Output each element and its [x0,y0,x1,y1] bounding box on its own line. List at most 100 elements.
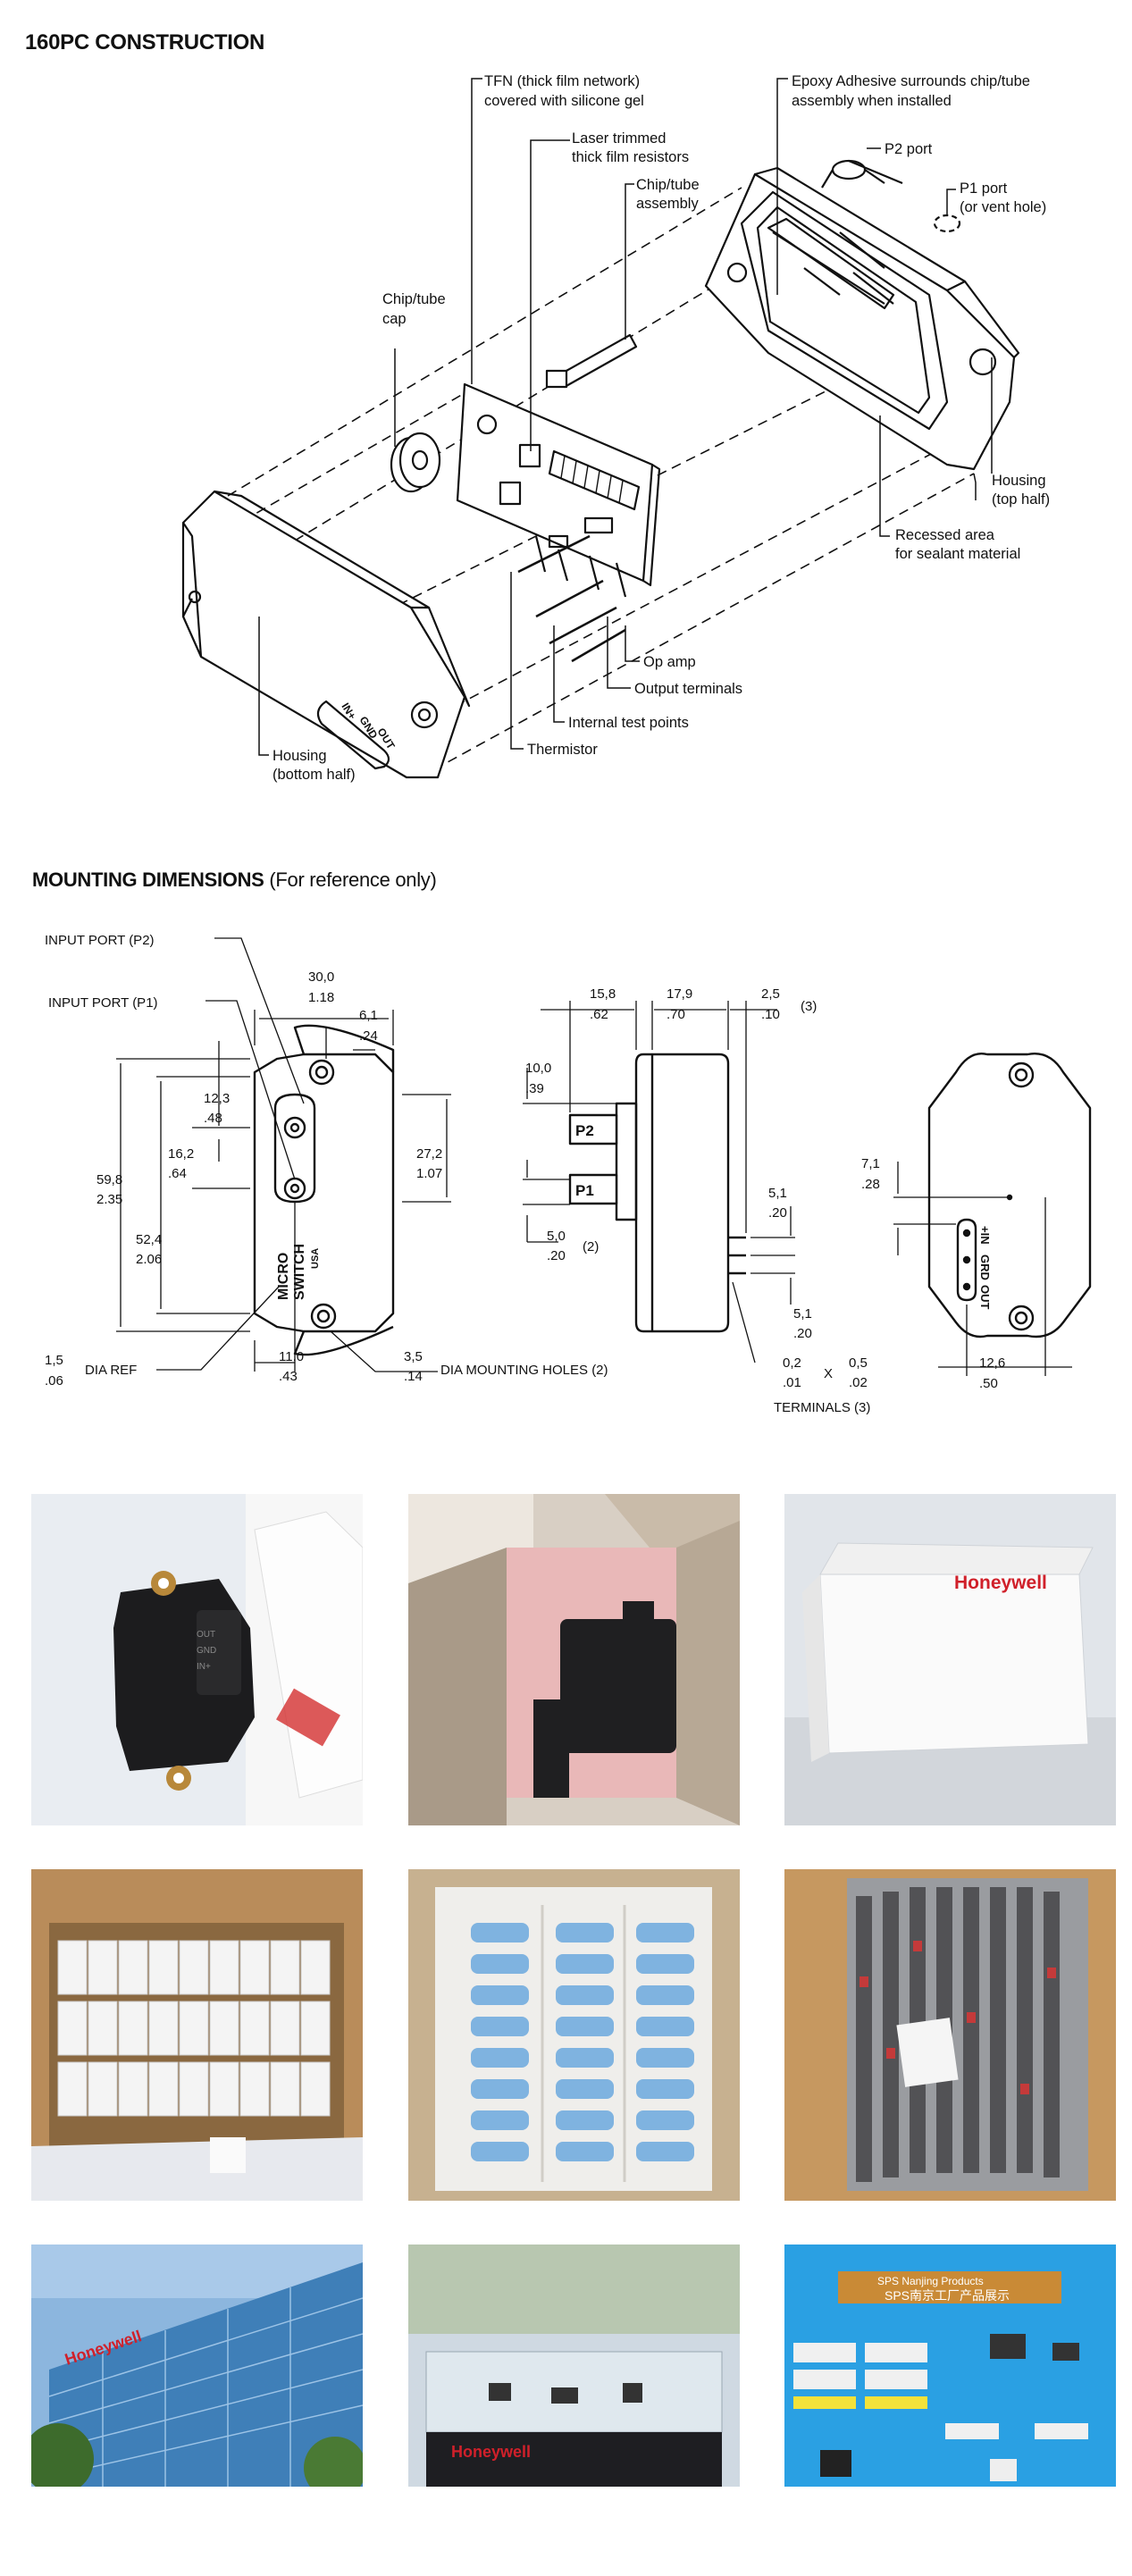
dim-17-9-mm: 17,9 [667,986,692,1002]
dim-6-1-in: .24 [359,1028,378,1044]
dim-5-1b-mm: 5,1 [793,1306,812,1322]
label-p1-port-1: P1 port [960,180,1008,197]
label-epoxy-1: Epoxy Adhesive surrounds chip/tube [792,73,1030,89]
dim-6-1-mm: 6,1 [359,1008,378,1023]
label-p2-port: P2 port [885,141,933,157]
dim-0-5-mm: 0,5 [849,1355,868,1371]
dim-12-3-mm: 12,3 [204,1091,230,1106]
label-housing-bottom-1: Housing [273,748,327,764]
dim-7-1-mm: 7,1 [861,1156,880,1171]
construction-diagram: TFN (thick film network) covered with si… [181,73,1050,783]
front-view-dimension-lines [116,937,451,1372]
side-view-dimension-lines [523,1001,795,1364]
dim-16-2-in: .64 [168,1166,187,1181]
label-thermistor: Thermistor [527,742,598,758]
mounting-title-main: MOUNTING DIMENSIONS [32,868,264,891]
dim-27-2-in: 1.07 [416,1166,442,1181]
dim-5-1a-in: .20 [768,1205,787,1221]
dim-12-3-in: .48 [204,1111,222,1126]
dim-2-5-mm: 2,5 [761,986,780,1002]
dim-5-0-count: (2) [583,1239,599,1254]
label-laser-1: Laser trimmed [572,130,666,147]
label-recessed-1: Recessed area [895,527,995,543]
label-micro: MICRO [276,1253,291,1300]
chip-tube-drawing [390,333,638,493]
dim-7-1-in: .28 [861,1177,880,1192]
construction-title: 160PC CONSTRUCTION [25,30,264,55]
photo-sensor-bottom: OUT GND IN+ [31,1494,363,1825]
dim-15-8-mm: 15,8 [590,986,616,1002]
svg-text:GND: GND [197,1646,216,1656]
dim-0-2-mm: 0,2 [783,1355,801,1371]
label-terminals: TERMINALS (3) [774,1400,870,1415]
label-input-port-p2: INPUT PORT (P2) [45,933,155,948]
dim-16-2-mm: 16,2 [168,1146,194,1162]
back-view-dimension-lines [893,1162,1072,1376]
dim-5-0-in: .20 [547,1248,566,1263]
dim-0-5-in: .02 [849,1375,868,1390]
label-port-p1: P1 [575,1182,594,1199]
dim-17-9-in: .70 [667,1007,685,1022]
dim-width-in: 1.18 [308,990,334,1005]
label-chip-cap-2: cap [382,311,407,327]
dim-2-5-count: (3) [801,999,817,1014]
photo-sensor-in-box [408,1494,740,1825]
label-chip-tube-1: Chip/tube [636,177,700,193]
photo-showcase: Honeywell [408,2245,740,2576]
dim-5-0-mm: 5,0 [547,1229,566,1244]
mounting-title-sub: (For reference only) [264,868,437,891]
dim-2-5-in: .10 [761,1007,780,1022]
label-tfn-2: covered with silicone gel [484,93,644,109]
label-housing-bottom-2: (bottom half) [273,767,356,783]
dim-1-5-mm: 1,5 [45,1353,63,1368]
dim-3-5-in: .14 [404,1369,423,1384]
dim-width-mm: 30,0 [308,969,334,985]
dim-12-6-mm: 12,6 [979,1355,1005,1371]
showroom-sign-2: SPS南京工厂产品展示 [885,2288,1010,2303]
dim-27-2-mm: 27,2 [416,1146,442,1162]
front-view-drawing [253,1024,395,1356]
label-dia-ref: DIA REF [85,1363,137,1378]
label-back-pin-in: +IN [978,1226,992,1245]
dim-5-1a-mm: 5,1 [768,1186,787,1201]
back-view-drawing [927,1053,1092,1338]
dim-59-8-mm: 59,8 [96,1172,122,1187]
photo-blue-trays [408,1869,740,2201]
label-tfn-1: TFN (thick film network) [484,73,640,89]
photo-honeywell-box: Honeywell [784,1494,1116,1825]
photo-boxes-carton [31,1869,363,2201]
dim-15-8-in: .62 [590,1007,608,1022]
mounting-diagram: INPUT PORT (P2) INPUT PORT (P1) 30,0 1.1… [45,933,1092,1415]
label-port-p2: P2 [575,1122,594,1139]
mounting-title: MOUNTING DIMENSIONS (For reference only) [32,868,437,892]
side-view-drawing [568,1053,746,1333]
housing-top-drawing [704,159,1020,471]
label-housing-top-1: Housing [992,473,1046,489]
circuit-board-drawing [456,382,661,598]
label-mounting-holes: DIA MOUNTING HOLES (2) [440,1363,608,1378]
dim-52-4-mm: 52,4 [136,1232,162,1247]
label-times: X [824,1366,833,1381]
dim-0-2-in: .01 [783,1375,801,1390]
label-p1-port-2: (or vent hole) [960,199,1046,215]
photo-tubes-carton [784,1869,1116,2201]
terminal-pins-drawing [517,534,626,663]
label-laser-2: thick film resistors [572,149,689,165]
photo-showroom: SPS Nanjing Products SPS南京工厂产品展示 [784,2245,1116,2576]
label-back-pin-out: OUT [978,1285,992,1310]
dim-3-5-mm: 3,5 [404,1349,423,1364]
label-epoxy-2: assembly when installed [792,93,952,109]
dim-11-0-mm: 11,0 [279,1349,304,1364]
photo-building: Honeywell [31,2245,363,2576]
dim-10-0-mm: 10,0 [525,1061,551,1076]
photo-brand-label: Honeywell [954,1573,1047,1593]
label-output-terminals: Output terminals [634,681,742,697]
label-recessed-2: for sealant material [895,546,1020,562]
svg-text:OUT: OUT [197,1630,215,1640]
label-chip-tube-2: assembly [636,196,699,212]
dim-52-4-in: 2.06 [136,1252,162,1267]
housing-bottom-drawing [181,490,471,779]
label-back-pin-gnd: GRD [978,1254,992,1280]
label-switch: SWITCH [292,1244,307,1300]
showcase-brand-label: Honeywell [451,2443,531,2461]
